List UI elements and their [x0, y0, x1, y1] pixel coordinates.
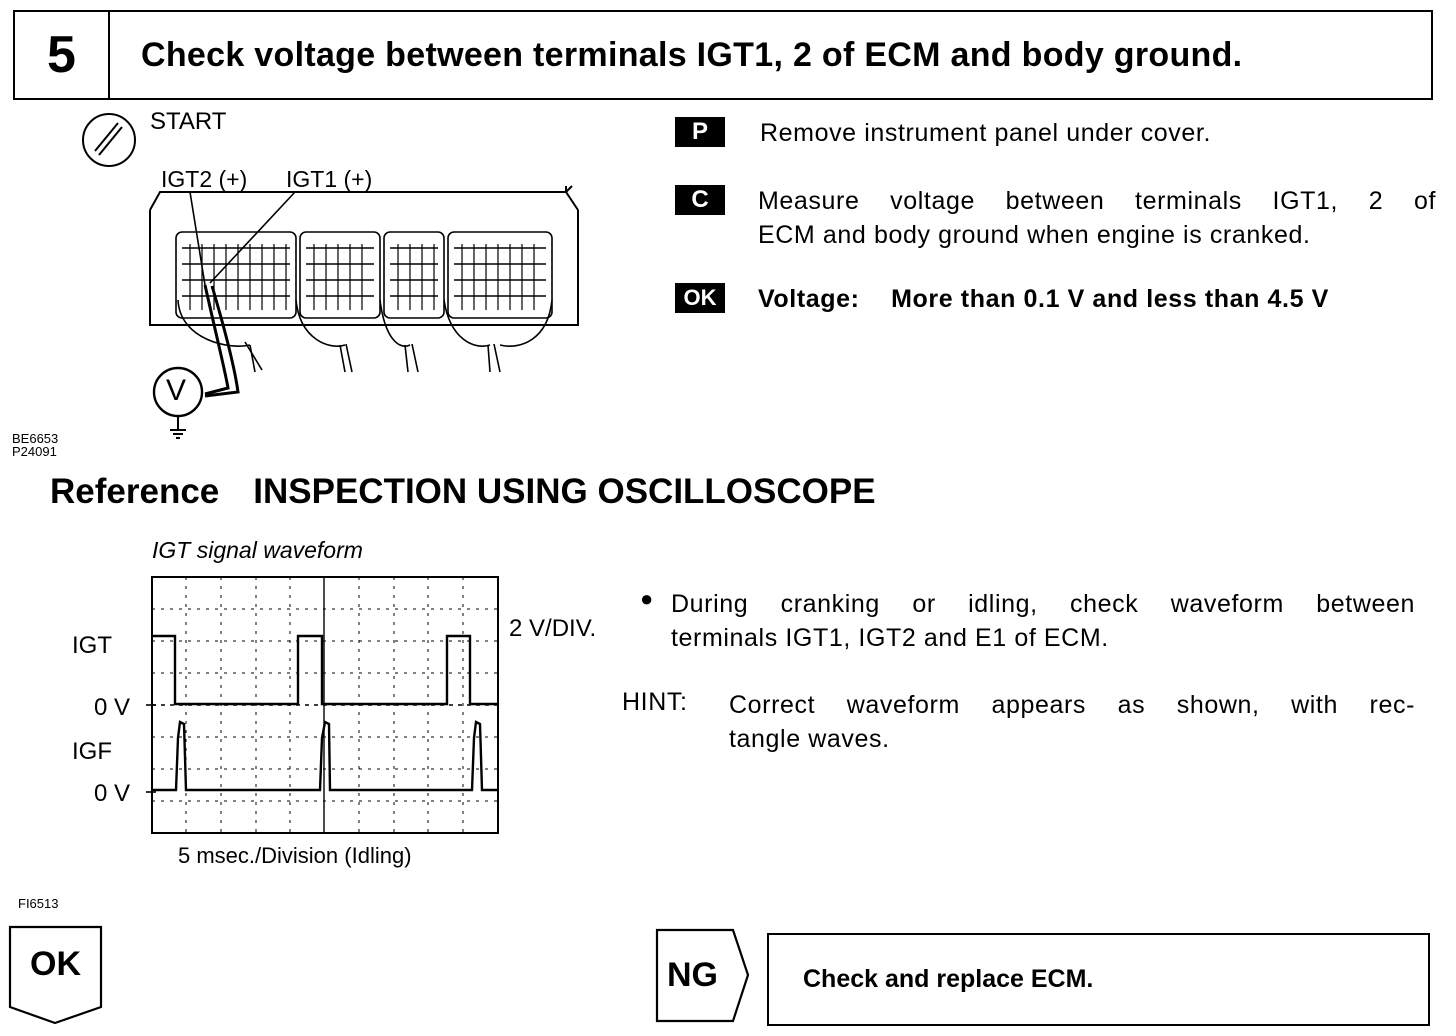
ok-criteria: Voltage: More than 0.1 V and less than 4… — [758, 282, 1329, 316]
ng-action-box: Check and replace ECM. — [767, 933, 1430, 1026]
figure-code-2: P24091 — [12, 444, 57, 459]
reference-title: Reference INSPECTION USING OSCILLOSCOPE — [50, 472, 876, 512]
instruction-c-line2: ECM and body ground when engine is crank… — [758, 221, 1311, 249]
ok-result-box: OK — [8, 925, 103, 1025]
step-number: 5 — [15, 12, 110, 98]
bullet-line1: During cranking or idling, check wavefor… — [671, 590, 1415, 618]
instruction-p-text: Remove instrument panel under cover. — [760, 119, 1211, 147]
hint-line1: Correct waveform appears as shown, with … — [729, 691, 1415, 719]
ignition-start-label: START — [150, 108, 227, 135]
procedure-tag-c: C — [675, 185, 725, 215]
voltage-scale-label: 2 V/DIV. — [509, 615, 597, 642]
ng-action-text: Check and replace ECM. — [803, 965, 1094, 993]
igt-waveform — [153, 634, 497, 706]
igt2-probe-label: IGT2 (+) — [161, 166, 248, 192]
ng-result-box: NG — [655, 928, 750, 1023]
step-title: Check voltage between terminals IGT1, 2 … — [141, 36, 1243, 74]
instruction-c-text: Measure voltage between terminals IGT1, … — [758, 184, 1436, 252]
procedure-tag-p: P — [675, 117, 725, 147]
hint-line2: tangle waves. — [729, 725, 890, 753]
ecm-unit-outline — [149, 185, 579, 326]
bullet-line2: terminals IGT1, IGT2 and E1 of ECM. — [671, 624, 1109, 652]
igf-waveform — [153, 720, 497, 792]
figure-code-1: BE6653 — [12, 431, 59, 446]
igt-zero-label: 0 V — [94, 694, 131, 721]
zero-markers — [146, 704, 156, 793]
hint-label: HINT: — [622, 688, 688, 716]
voltmeter-icon — [152, 366, 204, 439]
test-leads — [203, 284, 240, 398]
scope-figure-code: FI6513 — [18, 896, 59, 911]
time-base-label: 5 msec./Division (Idling) — [178, 843, 412, 868]
ignition-switch-icon — [82, 113, 136, 167]
igf-channel-label: IGF — [72, 738, 112, 765]
ecm-connectors — [175, 231, 553, 319]
hint-text: Correct waveform appears as shown, with … — [729, 688, 1415, 756]
voltmeter-symbol: V — [166, 374, 187, 407]
ecm-pin-columns — [189, 244, 535, 310]
procedure-tag-ok: OK — [675, 283, 725, 313]
bullet-icon: ● — [640, 586, 654, 611]
bullet-text: During cranking or idling, check wavefor… — [671, 587, 1415, 655]
probe-leader-lines — [189, 191, 296, 286]
ok-result-label: OK — [30, 945, 81, 983]
ecm-illustration: START IGT2 (+) IGT1 (+) V BE6653 P24091 — [0, 100, 640, 470]
ok-criteria-value: More than 0.1 V and less than 4.5 V — [891, 285, 1329, 313]
step-header: 5 Check voltage between terminals IGT1, … — [13, 10, 1433, 100]
igt-channel-label: IGT — [72, 632, 112, 659]
reference-heading: INSPECTION USING OSCILLOSCOPE — [253, 472, 876, 511]
reference-prefix: Reference — [50, 472, 220, 511]
igt1-probe-label: IGT1 (+) — [286, 166, 373, 192]
ng-result-label: NG — [667, 956, 718, 994]
instruction-c-line1: Measure voltage between terminals IGT1, … — [758, 187, 1436, 215]
oscilloscope-figure: IGT 0 V IGF 0 V 2 V/DIV. 5 msec./Divisio… — [0, 560, 640, 910]
ok-criteria-label: Voltage: — [758, 285, 860, 313]
oscilloscope-screen — [146, 576, 499, 834]
wire-harness — [177, 299, 553, 373]
igf-zero-label: 0 V — [94, 780, 131, 807]
scope-caption: IGT signal waveform — [152, 537, 363, 563]
